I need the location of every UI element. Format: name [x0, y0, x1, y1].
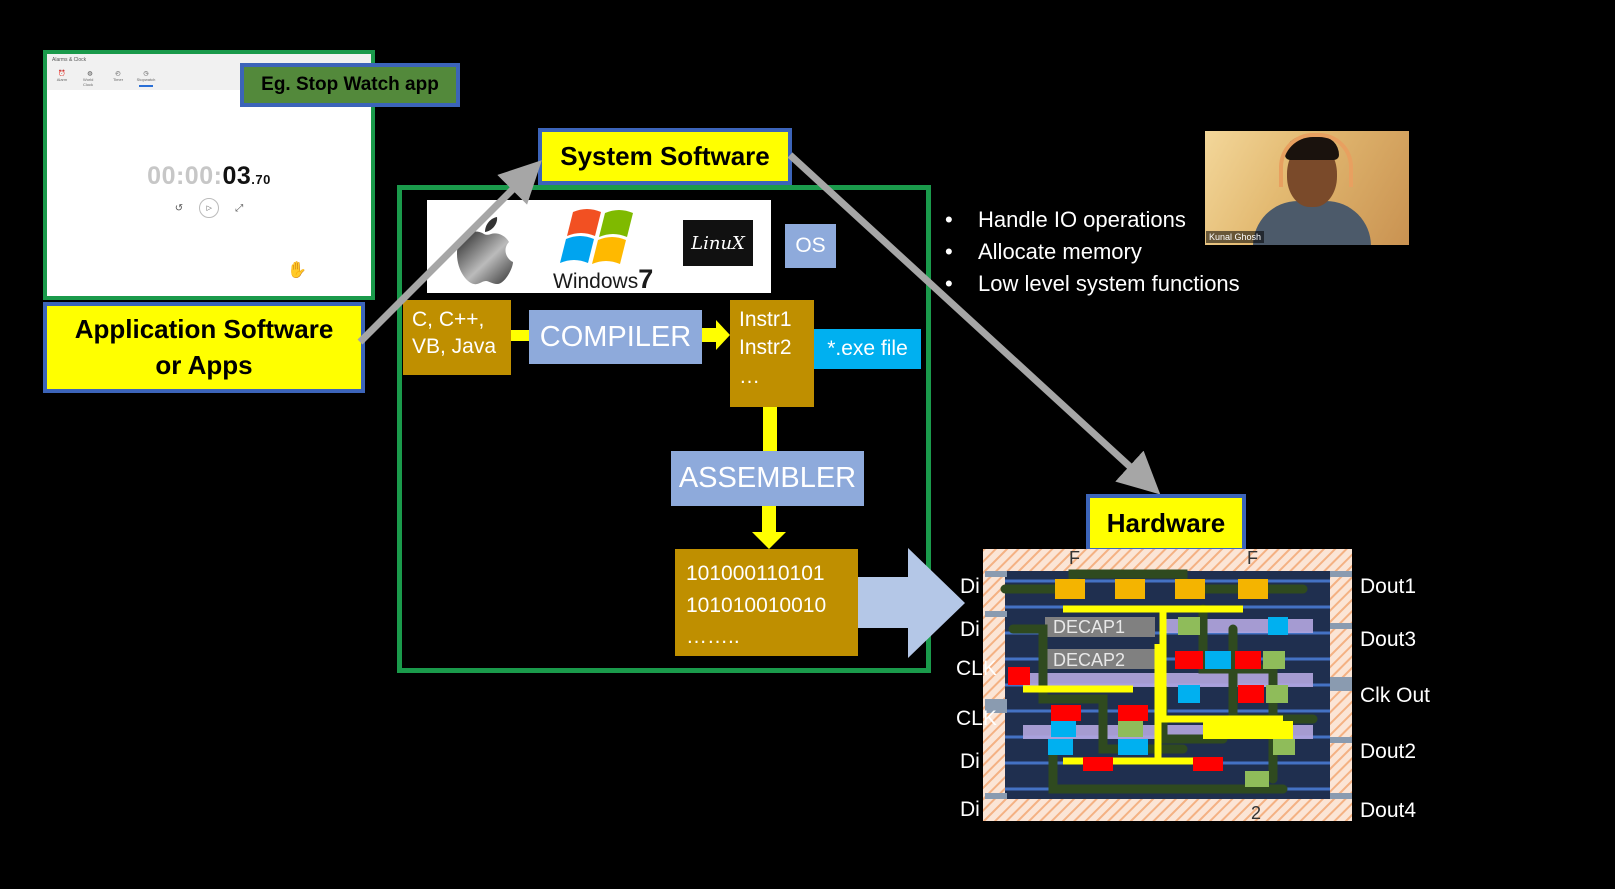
windows-wordmark: Windows7	[553, 264, 654, 294]
languages-line2: VB, Java	[412, 335, 497, 359]
application-software-label: Application Software or Apps	[43, 302, 365, 393]
nav-stopwatch[interactable]: ◷Stopwatch	[137, 70, 155, 87]
os-logos-panel: Windows7 LinuX	[427, 200, 771, 294]
bullet-item: •Allocate memory	[945, 238, 1142, 264]
example-label: Eg. Stop Watch app	[240, 63, 460, 107]
binary-line1: 101000110101	[686, 562, 825, 585]
stopwatch-icon: ◷	[143, 71, 149, 77]
hand-cursor-icon: ✋	[287, 262, 307, 279]
chip-pin-right: Dout1	[1360, 575, 1417, 598]
io-pads	[985, 571, 1352, 799]
binary-code-box: 101000110101 101010010010 ……..	[675, 549, 858, 656]
chip-top-label: F	[1069, 549, 1080, 568]
stopwatch-controls: ↺ ▷ ⤢	[47, 198, 371, 218]
hardware-label: Hardware	[1086, 494, 1246, 552]
languages-line1: C, C++,	[412, 308, 485, 331]
binary-line2: 101010010010	[686, 593, 827, 617]
expand-icon[interactable]: ⤢	[235, 202, 244, 214]
alarm-icon: ⏰	[58, 71, 66, 77]
webcam-name-tag: Kunal Ghosh	[1206, 231, 1265, 243]
chip-pin-left: Di	[960, 618, 980, 641]
decap-cell	[1045, 649, 1155, 669]
play-icon[interactable]: ▷	[199, 198, 220, 218]
application-line1: Application Software	[74, 313, 334, 344]
assembler-box: ASSEMBLER	[671, 451, 864, 506]
chip-pin-left: Di	[960, 575, 980, 598]
compiler-box: COMPILER	[529, 310, 702, 364]
stopwatch-nav: ⏰Alarm ◍World Clock ◴Timer ◷Stopwatch	[55, 70, 155, 87]
chip-pin-right: Dout3	[1360, 628, 1417, 651]
windows-logo-icon	[560, 209, 633, 264]
chip-layout: F F 2 DECAP1 DECAP2	[983, 549, 1352, 821]
placed-cells	[1008, 579, 1295, 787]
globe-icon: ◍	[87, 71, 93, 77]
reset-icon[interactable]: ↺	[174, 202, 184, 214]
webcam-feed: Kunal Ghosh	[1205, 131, 1409, 245]
decap2-label: DECAP2	[1053, 650, 1125, 670]
linux-logo-icon: LinuX	[683, 220, 753, 266]
languages-box: C, C++, VB, Java	[403, 300, 511, 375]
chip-pin-left: Di	[960, 798, 980, 821]
system-software-label: System Software	[538, 128, 792, 185]
instr-line2: Instr2	[739, 336, 792, 360]
timer-icon: ◴	[115, 71, 121, 77]
nav-world-clock[interactable]: ◍World Clock	[83, 71, 94, 87]
chip-pin-right: Dout2	[1360, 740, 1417, 763]
system-software-functions: •Handle IO operations •Allocate memory •…	[945, 204, 1240, 300]
chip-pin-left: CLK	[956, 657, 997, 680]
os-label: OS	[785, 224, 836, 268]
chip-bottom-label: 2	[1251, 803, 1261, 821]
instructions-box: Instr1 Instr2 …	[730, 300, 814, 407]
chip-pin-right: Dout4	[1360, 799, 1417, 822]
application-line2: or Apps	[155, 349, 253, 380]
nav-alarm[interactable]: ⏰Alarm	[56, 71, 68, 82]
bullet-item: •Handle IO operations	[945, 207, 1186, 232]
instr-line1: Instr1	[739, 308, 792, 331]
instr-line3: …	[739, 364, 760, 388]
stopwatch-window-title: Alarms & Clock	[52, 57, 87, 63]
stopwatch-time: 00:00:03.70	[147, 162, 271, 190]
chip-pin-left: Di	[960, 750, 980, 773]
chip-pin-left: CLK	[956, 707, 997, 730]
decap-cell	[1045, 617, 1155, 637]
chip-pin-right: Clk Out	[1360, 684, 1431, 707]
binary-line3: ……..	[686, 625, 740, 648]
apple-logo-icon	[457, 217, 513, 285]
decap1-label: DECAP1	[1053, 617, 1125, 637]
nav-timer[interactable]: ◴Timer	[112, 71, 124, 82]
headset-icon	[1279, 133, 1353, 187]
bullet-item: •Low level system functions	[945, 270, 1240, 296]
exe-file-label: *.exe file	[814, 329, 921, 369]
chip-top-label: F	[1247, 549, 1258, 568]
